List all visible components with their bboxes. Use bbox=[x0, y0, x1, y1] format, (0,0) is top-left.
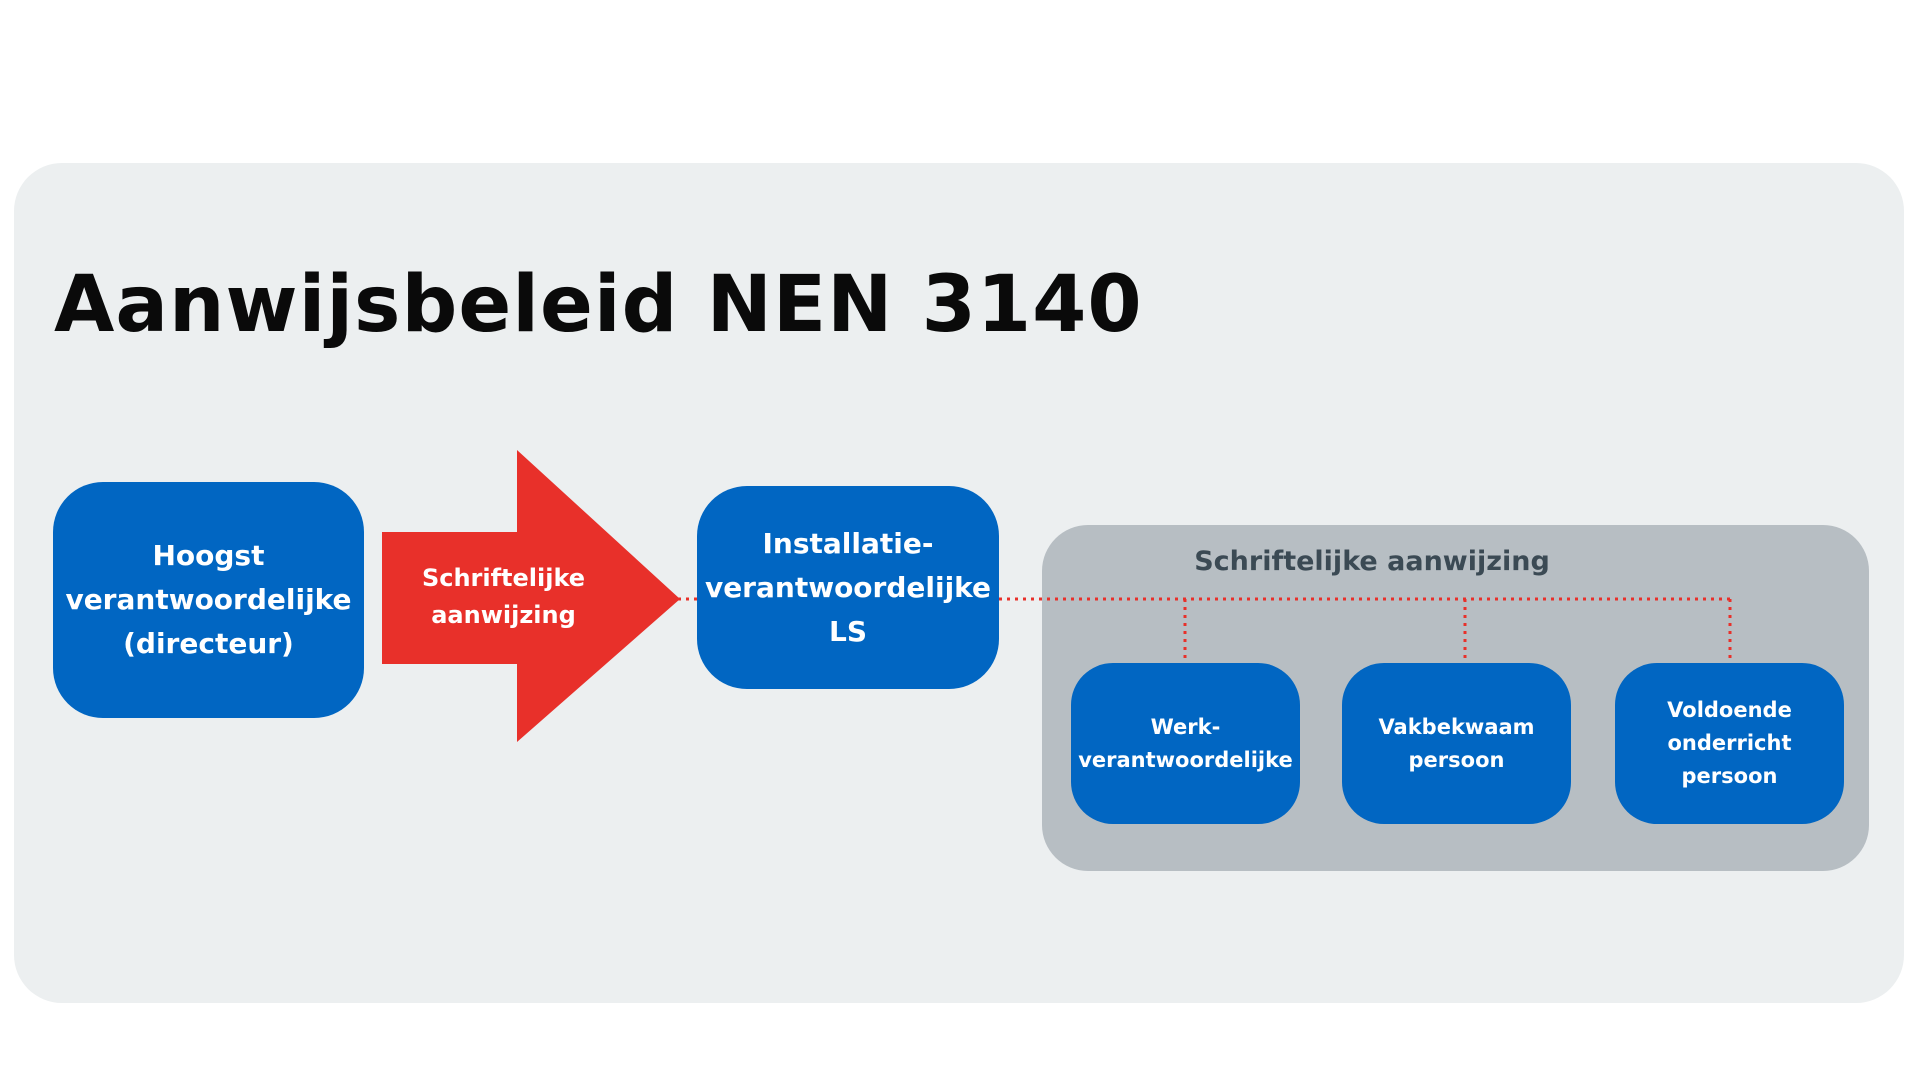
arrow-label: Schriftelijke aanwijzing bbox=[421, 564, 586, 629]
subordinate-group-label: Schriftelijke aanwijzing bbox=[1194, 546, 1550, 577]
node-werkverantwoordelijke: Werk- verantwoordelijke bbox=[1071, 663, 1300, 824]
node-voldoende-onderricht-persoon: Voldoende onderricht persoon bbox=[1615, 663, 1844, 824]
diagram-title: Aanwijsbeleid NEN 3140 bbox=[54, 260, 1143, 350]
node-hoogst-verantwoordelijke: Hoogst verantwoordelijke (directeur) bbox=[53, 482, 364, 718]
node-vakbekwaam-persoon: Vakbekwaam persoon bbox=[1342, 663, 1571, 824]
right-arrow-icon bbox=[382, 450, 680, 742]
node-installatie-verantwoordelijke: Installatie- verantwoordelijke LS bbox=[697, 486, 999, 689]
